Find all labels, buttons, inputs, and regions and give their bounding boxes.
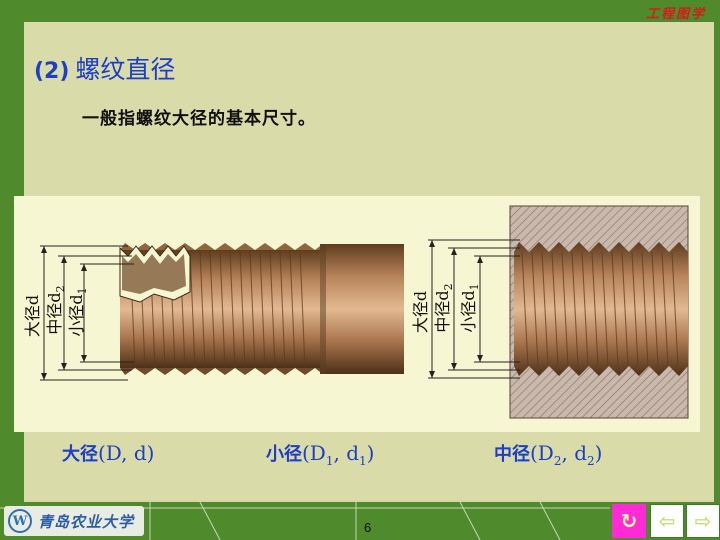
caption-major-diameter: 大径(D, d) bbox=[62, 441, 155, 465]
right-dimension-arrows bbox=[429, 240, 483, 378]
right-minor-diameter-label: 小径d1 bbox=[459, 283, 481, 332]
left-major-diameter-label: 大径d bbox=[23, 295, 42, 337]
university-logo: W 青岛农业大学 bbox=[4, 506, 144, 536]
right-major-diameter-label: 大径d bbox=[411, 291, 430, 333]
left-minor-diameter-label: 小径d1 bbox=[67, 287, 89, 336]
page-number: 6 bbox=[364, 520, 372, 535]
previous-slide-button[interactable]: ⇦ bbox=[650, 504, 684, 538]
left-dimension-arrows bbox=[41, 246, 87, 380]
top-frame-bar bbox=[0, 0, 720, 22]
slide-subtitle: 一般指螺纹大径的基本尺寸。 bbox=[82, 109, 316, 129]
thread-diameter-figure: 大径d 中径d2 小径d1 大径d 中 bbox=[23, 205, 689, 419]
course-label: 工程图学 bbox=[645, 7, 706, 22]
left-pitch-diameter-label: 中径d2 bbox=[45, 285, 67, 334]
university-seal-icon: W bbox=[8, 509, 32, 533]
right-dimension-lines bbox=[428, 239, 520, 379]
right-frame-bar bbox=[714, 0, 720, 540]
section-title: 螺纹直径 bbox=[75, 55, 176, 84]
caption-minor-diameter: 小径(D1, d1) bbox=[266, 441, 375, 468]
right-pitch-diameter-label: 中径d2 bbox=[433, 283, 455, 332]
left-diameter-labels: 大径d 中径d2 小径d1 bbox=[23, 285, 89, 337]
replay-button[interactable]: ↻ bbox=[612, 504, 646, 538]
diameter-captions: 大径(D, d) 小径(D1, d1) 中径(D2, d2) bbox=[0, 440, 720, 470]
internal-thread-drawing bbox=[509, 205, 689, 419]
section-number: (2) bbox=[34, 59, 70, 84]
right-diameter-labels: 大径d 中径d2 小径d1 bbox=[411, 283, 481, 333]
university-name: 青岛农业大学 bbox=[38, 512, 135, 531]
slide-title: (2)螺纹直径 bbox=[34, 50, 175, 86]
external-thread-drawing bbox=[119, 243, 404, 375]
footer-bar: W 青岛农业大学 6 bbox=[0, 502, 720, 540]
next-slide-button[interactable]: ⇨ bbox=[686, 504, 720, 538]
left-dimension-lines bbox=[40, 245, 134, 381]
caption-pitch-diameter: 中径(D2, d2) bbox=[494, 441, 603, 468]
